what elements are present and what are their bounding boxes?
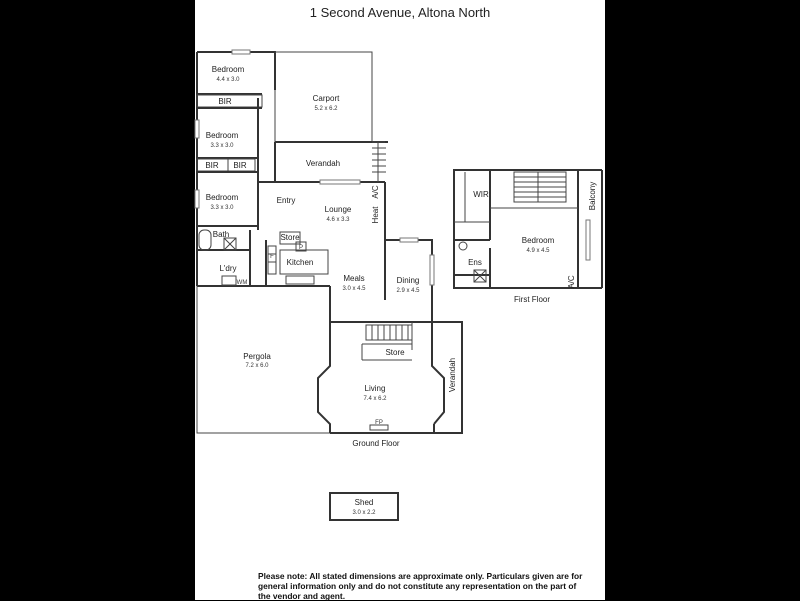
lounge-dim: 4.6 x 3.3 [326, 217, 350, 223]
carport-dim: 5.2 x 6.2 [314, 106, 338, 112]
shed-outline [329, 492, 399, 521]
verandah-steps [372, 142, 386, 182]
dining-label: Dining [397, 276, 420, 285]
pergola-label: Pergola [243, 352, 271, 361]
bedroom-2-label: Bedroom [206, 131, 239, 140]
ground-floor-caption: Ground Floor [352, 439, 399, 448]
verandah-top-label: Verandah [306, 159, 340, 168]
wm-label: WM [237, 280, 248, 286]
first-bedroom-dim: 4.9 x 4.5 [526, 248, 550, 254]
entry-label: Entry [277, 196, 296, 205]
balcony-label: Balcony [588, 182, 597, 210]
first-floor-stairs [513, 171, 567, 203]
first-floor-walls [453, 169, 603, 289]
bedroom-3-label: Bedroom [206, 193, 239, 202]
store-living-label: Store [385, 348, 405, 357]
heat-label: Heat [371, 206, 380, 224]
carport-label: Carport [313, 94, 340, 103]
store-kitchen-label: Store [280, 233, 300, 242]
ground-floor-walls [194, 49, 463, 434]
bedroom-1-dim: 4.4 x 3.0 [216, 77, 240, 83]
verandah-side-label: Verandah [448, 358, 457, 392]
wir-label: WIR [473, 190, 489, 199]
laundry-label: L'dry [219, 264, 236, 273]
plan-sheet [195, 0, 605, 600]
meals-dim: 3.0 x 4.5 [342, 286, 366, 292]
bath-label: Bath [213, 230, 229, 239]
dining-dim: 2.9 x 4.5 [396, 288, 420, 294]
living-label: Living [365, 384, 386, 393]
plan-title: 1 Second Avenue, Altona North [309, 5, 491, 20]
living-dim: 7.4 x 6.2 [363, 396, 387, 402]
bir-label-2: BIR [205, 161, 219, 170]
room-labels: Bedroom 4.4 x 3.0 BIR Bedroom 3.3 x 3.0 … [205, 65, 597, 516]
first-bedroom-label: Bedroom [522, 236, 555, 245]
ac-label-2: A/C [567, 275, 576, 289]
pergola-dim: 7.2 x 6.0 [245, 363, 269, 369]
living-stairs [365, 324, 413, 341]
fireplace-label: FP [375, 420, 383, 426]
fridge-label: F [270, 254, 274, 260]
disclaimer-note: Please note: All stated dimensions are a… [258, 571, 583, 601]
bedroom-1-label: Bedroom [212, 65, 245, 74]
bedroom-2-dim: 3.3 x 3.0 [210, 143, 234, 149]
first-floor-caption: First Floor [514, 295, 550, 304]
shed-dim: 3.0 x 2.2 [352, 510, 376, 516]
ensuite-label: Ens [468, 258, 482, 267]
pantry-label: P [299, 245, 303, 251]
shed-label: Shed [355, 498, 374, 507]
bir-label-1: BIR [218, 97, 232, 106]
ac-label-1: A/C [371, 185, 380, 199]
lounge-label: Lounge [325, 205, 352, 214]
bedroom-3-dim: 3.3 x 3.0 [210, 205, 234, 211]
bir-label-3: BIR [233, 161, 247, 170]
meals-label: Meals [343, 274, 364, 283]
kitchen-label: Kitchen [287, 258, 314, 267]
